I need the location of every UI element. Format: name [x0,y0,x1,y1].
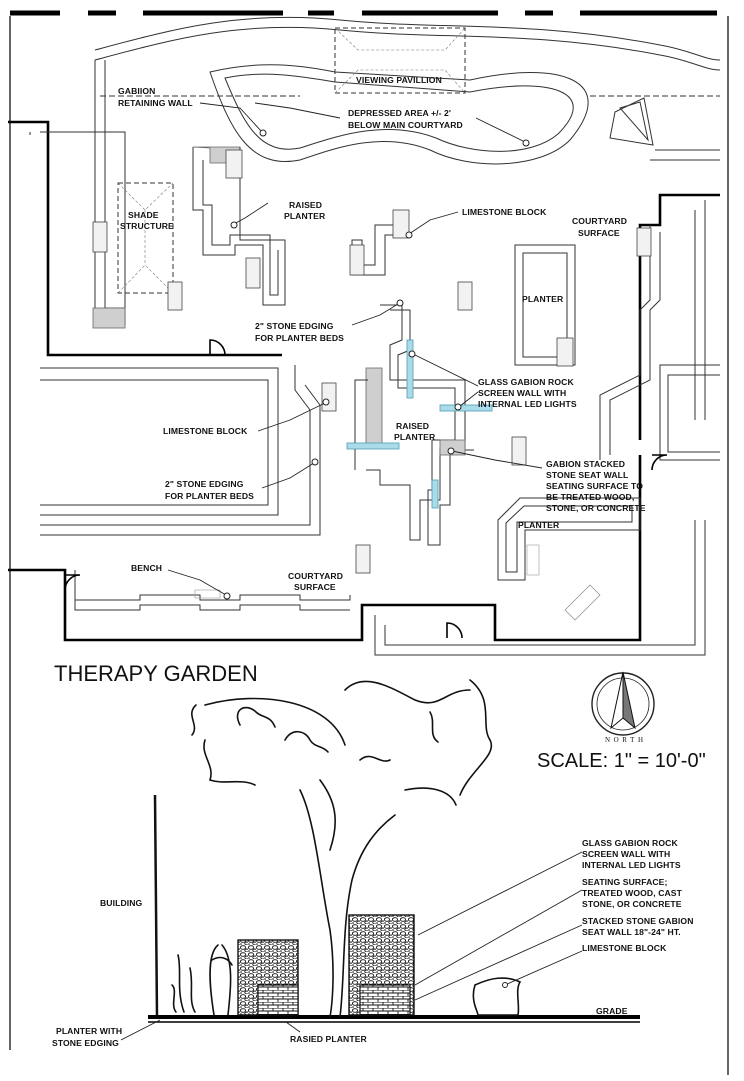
site-plan [8,16,721,656]
label-stone-edging-top-2: FOR PLANTER BEDS [255,333,344,343]
section-label-glass-gabion-2: SCREEN WALL WITH [582,849,670,859]
label-limestone-block-top: LIMESTONE BLOCK [462,207,547,217]
section-label-raised-planter: RASIED PLANTER [290,1034,368,1044]
section-label-grade: GRADE [596,1006,628,1016]
label-gabion-seat-wall-2: STONE SEAT WALL [546,470,628,480]
section-label-seating-3: STONE, OR CONCRETE [582,899,682,909]
label-limestone-block-left: LIMESTONE BLOCK [163,426,248,436]
section-labels: GLASS GABION ROCK SCREEN WALL WITH INTER… [52,838,694,1048]
label-depressed-area-2: BELOW MAIN COURTYARD [348,120,463,130]
section-label-stacked-gabion: STACKED STONE GABION [582,916,694,926]
plan-title: THERAPY GARDEN [54,661,258,686]
glass-gabion-wall-4 [431,479,439,509]
shade-structure [117,182,174,294]
north-label: NORTH [605,736,643,744]
label-shade-structure-2: STRUCTURE [120,221,174,231]
label-bench: BENCH [131,563,162,573]
label-gabion-seat-wall: GABION STACKED [546,459,625,469]
section-label-planter-edging-2: STONE EDGING [52,1038,119,1048]
section-label-planter-edging: PLANTER WITH [56,1026,122,1036]
scale-label: SCALE: 1" = 10'-0" [537,750,706,772]
label-gabion-wall: GABIION [118,86,155,96]
section-label-glass-gabion: GLASS GABION ROCK [582,838,678,848]
label-depressed-area: DEPRESSED AREA +/- 2' [348,108,451,118]
label-planter-lower: PLANTER [518,520,560,530]
label-planter-right: PLANTER [522,294,564,304]
label-gabion-seat-wall-3: SEATING SURFACE TO [546,481,643,491]
label-glass-gabion-3: INTERNAL LED LIGHTS [478,399,577,409]
label-courtyard-surface-bottom-2: SURFACE [294,582,336,592]
section-drawing [120,679,640,1041]
label-gabion-seat-wall-5: STONE, OR CONCRETE [546,503,646,513]
glass-gabion-wall-3 [346,442,400,450]
label-courtyard-surface-top: COURTYARD [572,216,627,226]
section-label-building: BUILDING [100,898,143,908]
label-viewing-pavilion: VIEWING PAVILLION [356,75,442,85]
section-label-seating: SEATING SURFACE; [582,877,668,887]
section-label-seating-2: TREATED WOOD, CAST [582,888,683,898]
label-courtyard-surface-top-2: SURFACE [578,228,620,238]
label-gabion-wall-2: RETAINING WALL [118,98,193,108]
label-gabion-seat-wall-4: BE TREATED WOOD, [546,492,634,502]
glass-gabion-wall-1 [406,339,414,399]
label-shade-structure: SHADE [128,210,159,220]
section-label-limestone: LIMESTONE BLOCK [582,943,667,953]
plan-labels: VIEWING PAVILLION GABIION RETAINING WALL… [118,75,646,592]
label-glass-gabion: GLASS GABION ROCK [478,377,574,387]
label-raised-planter-center: RAISED [396,421,429,431]
label-raised-planter: RAISED [289,200,322,210]
label-stone-edging-mid-2: FOR PLANTER BEDS [165,491,254,501]
viewing-pavilion [334,27,466,94]
north-arrow-icon: NORTH [591,671,655,744]
glass-gabion-wall-2 [439,404,493,412]
label-glass-gabion-2: SCREEN WALL WITH [478,388,566,398]
label-stone-edging-mid: 2" STONE EDGING [165,479,244,489]
label-courtyard-surface-bottom: COURTYARD [288,571,343,581]
label-raised-planter-center-2: PLANTER [394,432,436,442]
section-label-glass-gabion-3: INTERNAL LED LIGHTS [582,860,681,870]
section-label-stacked-gabion-2: SEAT WALL 18"-24" HT. [582,927,681,937]
label-stone-edging-top: 2" STONE EDGING [255,321,334,331]
label-raised-planter-2: PLANTER [284,211,326,221]
